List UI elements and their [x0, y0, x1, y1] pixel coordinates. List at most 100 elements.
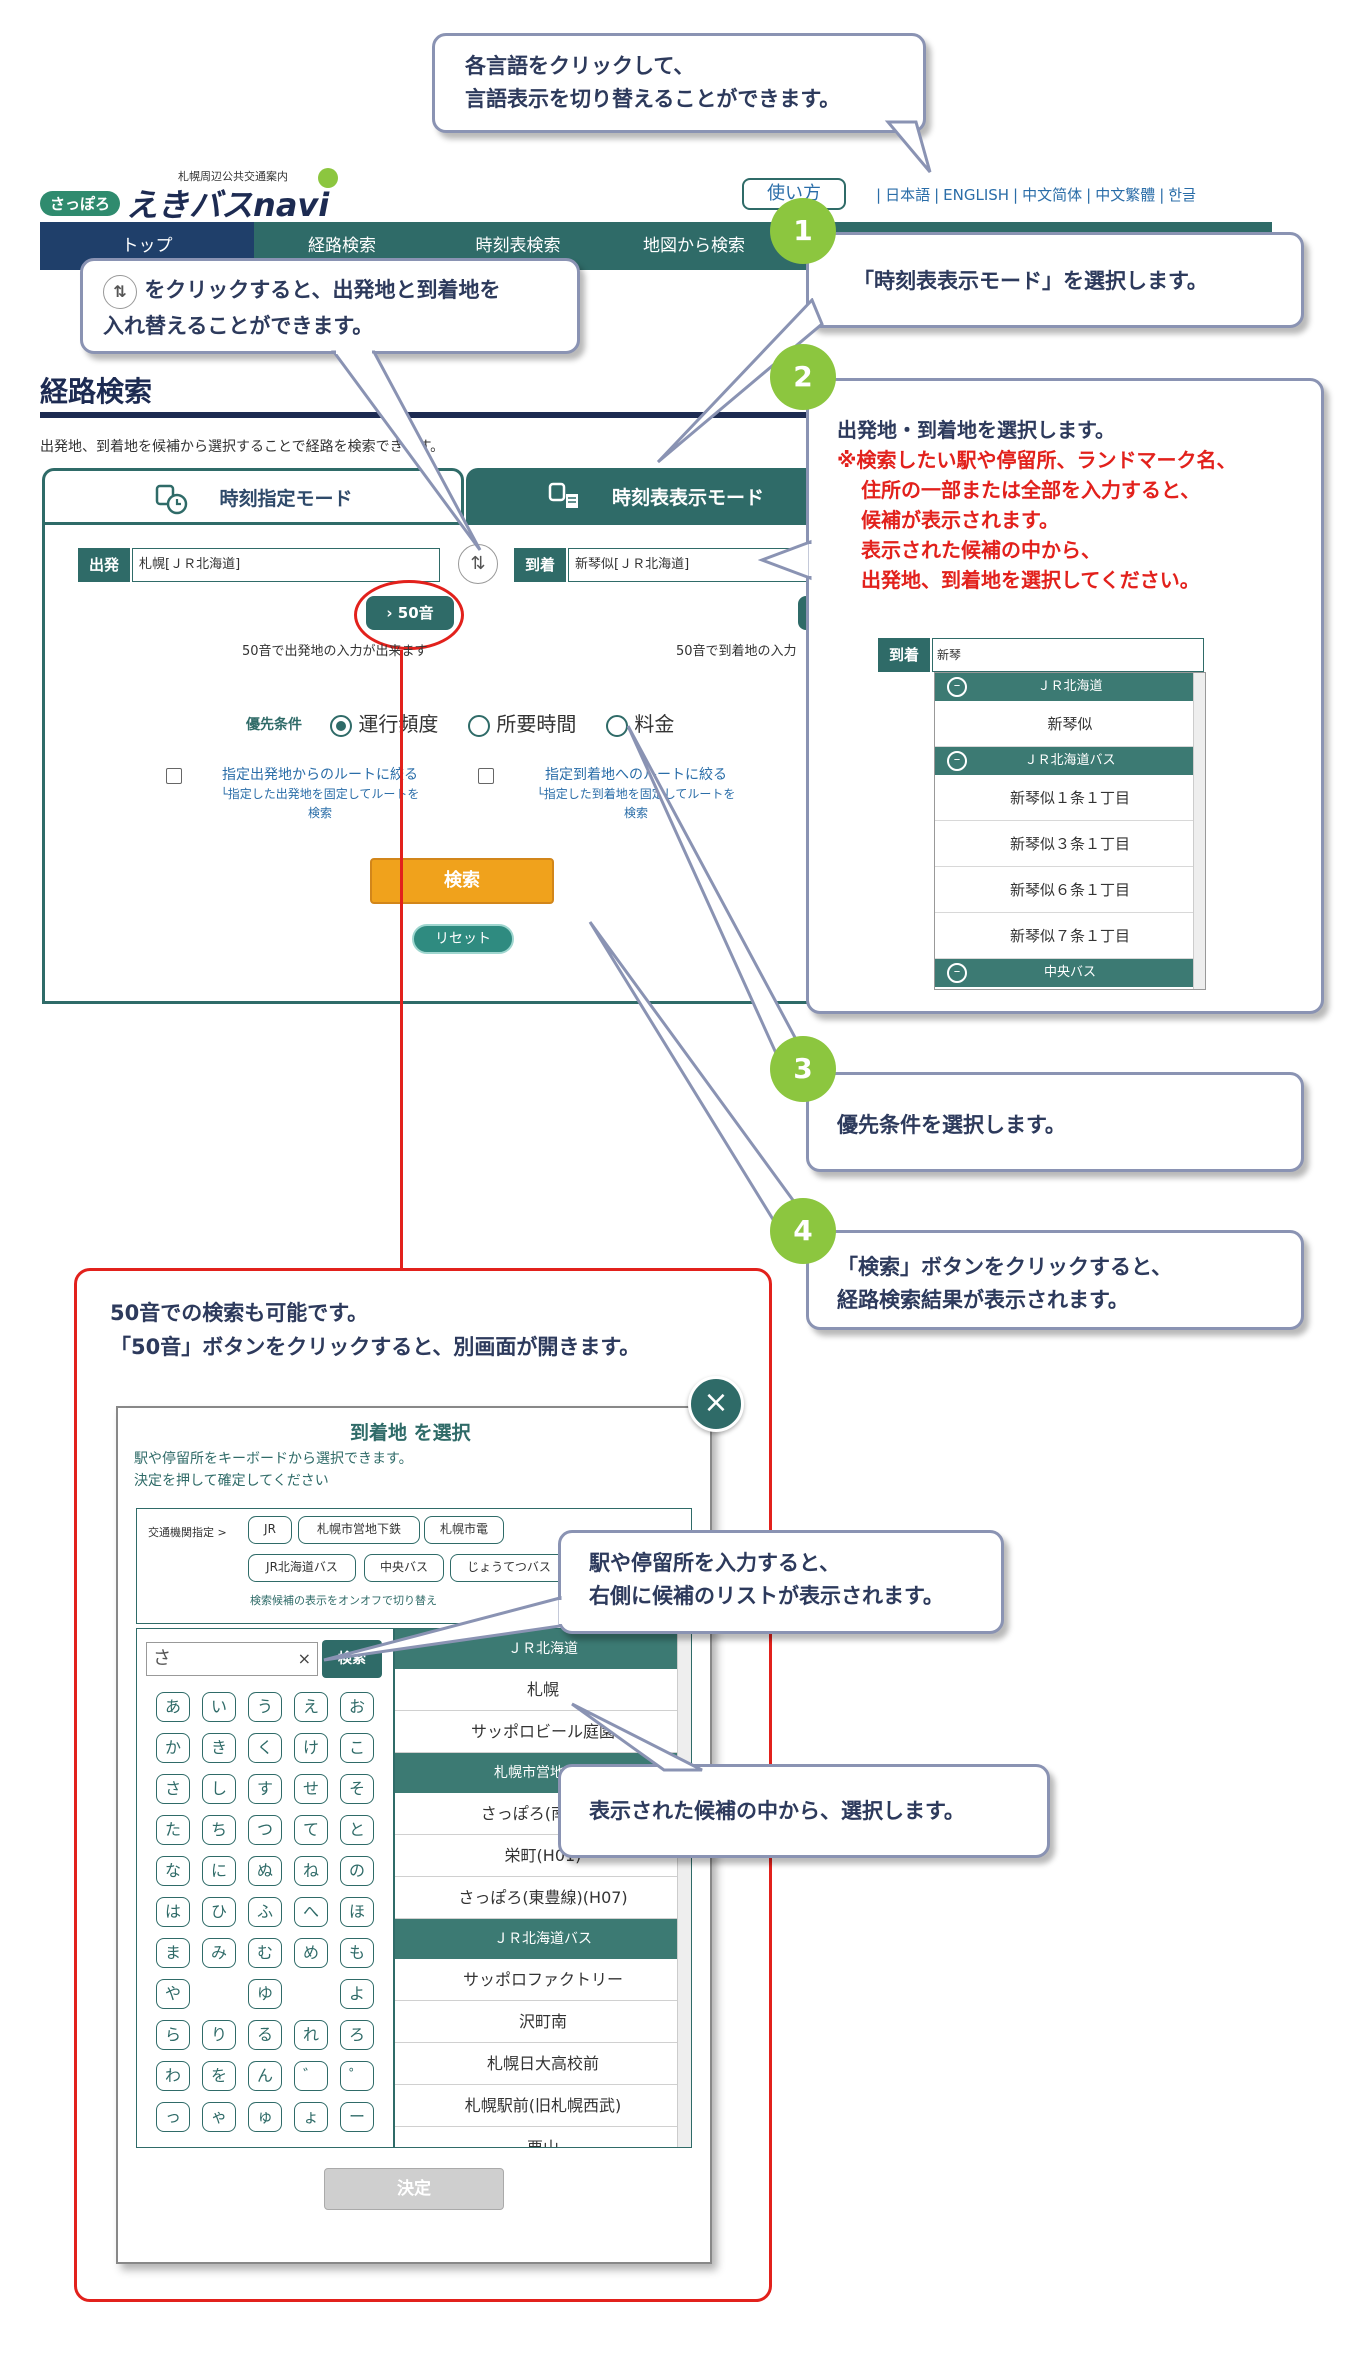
kana-key[interactable]: か	[156, 1733, 190, 1763]
kana-key[interactable]: こ	[340, 1733, 374, 1763]
kana-key[interactable]: ち	[202, 1815, 236, 1845]
kana-key[interactable]: つ	[248, 1815, 282, 1845]
lang-en[interactable]: ENGLISH	[943, 186, 1010, 204]
kana-key[interactable]: く	[248, 1733, 282, 1763]
kana-key[interactable]: を	[202, 2061, 236, 2091]
kana-key[interactable]: き	[202, 1733, 236, 1763]
kana-key[interactable]: ー	[340, 2102, 374, 2132]
kana-key[interactable]: さ	[156, 1774, 190, 1804]
kana-key[interactable]: い	[202, 1692, 236, 1722]
kana-key[interactable]: る	[248, 2020, 282, 2050]
suggest-row[interactable]: 新琴似１条１丁目	[935, 775, 1205, 821]
priority-fare[interactable]: 料金	[606, 708, 674, 737]
kana-key[interactable]: も	[340, 1938, 374, 1968]
clear-icon[interactable]: ×	[297, 1649, 311, 1668]
result-row[interactable]: 札幌	[395, 1669, 691, 1711]
suggest-input[interactable]: 新琴	[932, 638, 1204, 672]
kana-key[interactable]: ひ	[202, 1897, 236, 1927]
kana-key[interactable]: は	[156, 1897, 190, 1927]
kana-key[interactable]: む	[248, 1938, 282, 1968]
kana-key[interactable]: ゆ	[248, 1979, 282, 2009]
kana-key[interactable]: ほ	[340, 1897, 374, 1927]
lang-zh-cn[interactable]: 中文简体	[1022, 186, 1083, 204]
kana-key[interactable]: て	[294, 1815, 328, 1845]
kana-key[interactable]: ぬ	[248, 1856, 282, 1886]
suggest-row[interactable]: 新琴似６条１丁目	[935, 867, 1205, 913]
lang-ja[interactable]: 日本語	[885, 186, 931, 204]
kana-key[interactable]: ら	[156, 2020, 190, 2050]
confirm-button[interactable]: 決定	[324, 2168, 504, 2210]
nav-timetable[interactable]: 時刻表検索	[475, 236, 561, 256]
kana-key[interactable]: し	[202, 1774, 236, 1804]
suggest-scrollbar[interactable]	[1193, 673, 1205, 989]
tab-time-mode[interactable]: 時刻指定モード	[42, 468, 464, 524]
brand-logo[interactable]: さっぽろ えきバスnavi	[40, 180, 329, 226]
kana-key[interactable]: に	[202, 1856, 236, 1886]
lang-ko[interactable]: 한글	[1168, 186, 1196, 204]
nav-route[interactable]: 経路検索	[308, 236, 376, 256]
kana-key[interactable]: ゜	[340, 2061, 374, 2091]
priority-frequency[interactable]: 運行頻度	[330, 708, 438, 737]
fix-from-checkbox[interactable]	[166, 768, 182, 784]
kana-key[interactable]: め	[294, 1938, 328, 1968]
filter-jr[interactable]: JR	[248, 1516, 292, 1544]
filter-jr-bus[interactable]: JR北海道バス	[248, 1554, 356, 1582]
kana-key[interactable]: ゛	[294, 2061, 328, 2091]
kana-key[interactable]: ゅ	[248, 2102, 282, 2132]
lang-zh-tw[interactable]: 中文繁體	[1095, 186, 1156, 204]
filter-subway[interactable]: 札幌市営地下鉄	[298, 1516, 420, 1544]
kana-key[interactable]: の	[340, 1856, 374, 1886]
kana-key[interactable]: そ	[340, 1774, 374, 1804]
tab-timetable-mode[interactable]: 時刻表表示モード	[466, 468, 844, 524]
result-row[interactable]: サッポロビール庭園	[395, 1711, 691, 1753]
filter-chuo-bus[interactable]: 中央バス	[364, 1554, 444, 1582]
search-button[interactable]: 検索	[370, 858, 554, 904]
kana-key[interactable]: た	[156, 1815, 190, 1845]
from-input[interactable]: 札幌[ＪＲ北海道]	[132, 548, 440, 582]
kana-key[interactable]: け	[294, 1733, 328, 1763]
result-row[interactable]: さっぽろ(東豊線)(H07)	[395, 1877, 691, 1919]
kana-key[interactable]: え	[294, 1692, 328, 1722]
kana-key[interactable]: と	[340, 1815, 374, 1845]
modal-close-button[interactable]: ×	[688, 1376, 744, 1432]
kana-key[interactable]: ま	[156, 1938, 190, 1968]
kana-key[interactable]: ふ	[248, 1897, 282, 1927]
kana-key[interactable]: ょ	[294, 2102, 328, 2132]
kana-key[interactable]: あ	[156, 1692, 190, 1722]
kana-key[interactable]: へ	[294, 1897, 328, 1927]
fix-to-checkbox[interactable]	[478, 768, 494, 784]
suggest-list[interactable]: –ＪＲ北海道 新琴似 –ＪＲ北海道バス 新琴似１条１丁目 新琴似３条１丁目 新琴…	[934, 672, 1206, 990]
priority-duration[interactable]: 所要時間	[468, 708, 576, 737]
kana-search-input[interactable]: さ ×	[146, 1642, 318, 1676]
kana-key[interactable]: ね	[294, 1856, 328, 1886]
result-row[interactable]: 栗山	[395, 2127, 691, 2147]
kana-key[interactable]: ゃ	[202, 2102, 236, 2132]
kana-key[interactable]: わ	[156, 2061, 190, 2091]
result-row[interactable]: 札幌駅前(旧札幌西武)	[395, 2085, 691, 2127]
kana-key[interactable]: や	[156, 1979, 190, 2009]
kana-key[interactable]: な	[156, 1856, 190, 1886]
reset-button[interactable]: リセット	[412, 924, 514, 954]
kana-key[interactable]: う	[248, 1692, 282, 1722]
kana-key[interactable]: り	[202, 2020, 236, 2050]
kana-key[interactable]: す	[248, 1774, 282, 1804]
kana-key[interactable]: ん	[248, 2061, 282, 2091]
callout-text: 言語表示を切り替えることができます。	[465, 87, 841, 111]
kana-key[interactable]: お	[340, 1692, 374, 1722]
suggest-row[interactable]: 新琴似７条１丁目	[935, 913, 1205, 959]
kana-key[interactable]: ろ	[340, 2020, 374, 2050]
result-row[interactable]: 沢町南	[395, 2001, 691, 2043]
nav-map[interactable]: 地図から検索	[643, 236, 745, 256]
brand-sappo: さっぽろ	[40, 190, 121, 216]
suggest-row[interactable]: 新琴似	[935, 701, 1205, 747]
result-row[interactable]: サッポロファクトリー	[395, 1959, 691, 2001]
kana-key[interactable]: っ	[156, 2102, 190, 2132]
result-row[interactable]: 札幌日大高校前	[395, 2043, 691, 2085]
kana-key[interactable]: よ	[340, 1979, 374, 2009]
kana-key[interactable]: れ	[294, 2020, 328, 2050]
kana-key[interactable]: せ	[294, 1774, 328, 1804]
filter-jotetsu-bus[interactable]: じょうてつバス	[450, 1554, 568, 1582]
suggest-row[interactable]: 新琴似３条１丁目	[935, 821, 1205, 867]
filter-tram[interactable]: 札幌市電	[424, 1516, 504, 1544]
kana-key[interactable]: み	[202, 1938, 236, 1968]
